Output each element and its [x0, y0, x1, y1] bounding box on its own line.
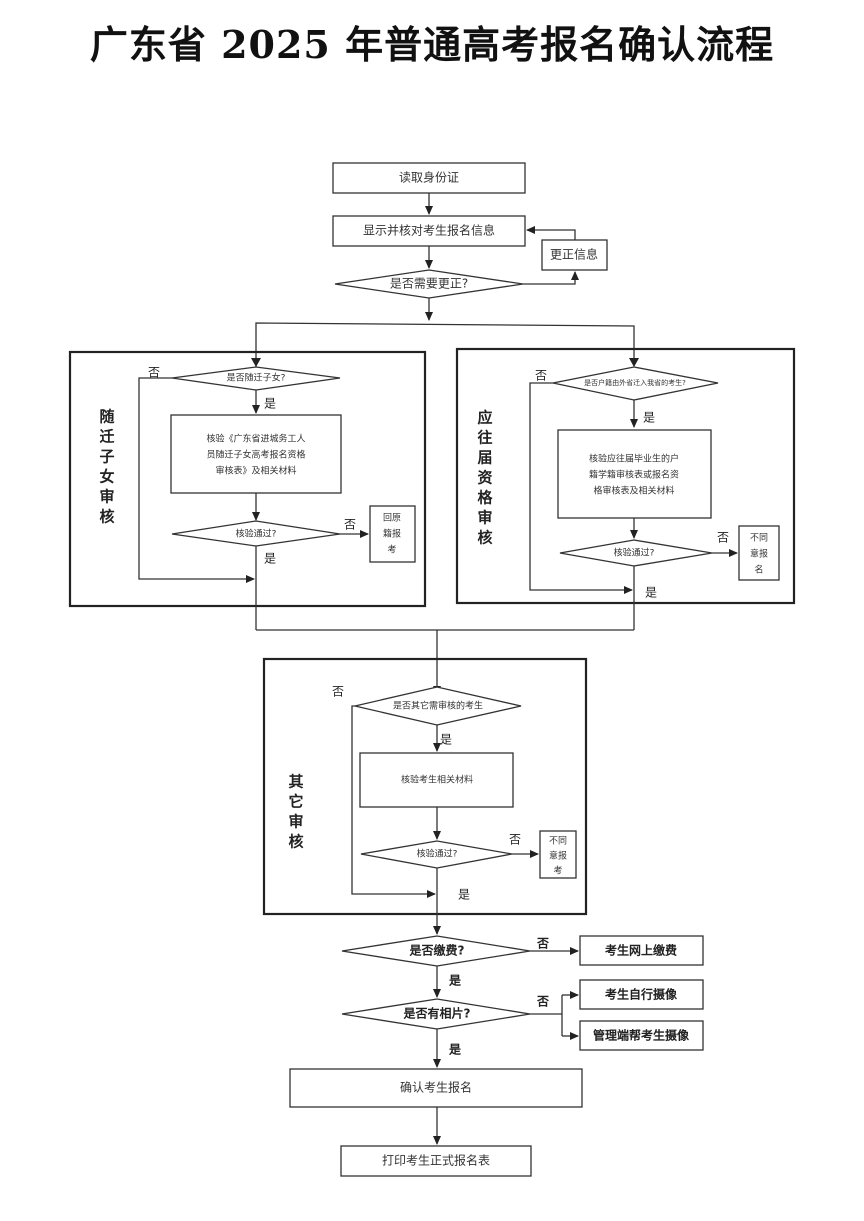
side-char: 审 [99, 488, 114, 506]
node-admin-photo: 管理端帮考生摄像 [579, 1020, 704, 1051]
reject-text-line: 意报 [750, 548, 768, 560]
reject-text-line: 回原 [383, 513, 401, 524]
decision-migrant-text: 是否随迁子女? [227, 372, 286, 384]
arrow [523, 271, 579, 285]
label-yes: 是 [458, 888, 470, 902]
side-char: 审 [288, 813, 303, 831]
reject-text-line: 名 [754, 564, 763, 576]
label-no: 否 [344, 518, 356, 532]
side-char: 格 [477, 489, 493, 507]
arrow-no-bypass [351, 705, 436, 898]
side-char: 随 [99, 408, 114, 426]
verify-text-line: 员随迁子女高考报名资格 [206, 449, 305, 461]
arrowhead [251, 358, 261, 367]
side-char: 往 [477, 429, 492, 447]
verify-text-line: 核验《广东省进城务工人 [206, 433, 305, 445]
reject-text-line: 籍报 [383, 528, 401, 540]
side-char: 应 [477, 409, 492, 427]
reject-text-line: 考 [387, 545, 396, 556]
reject-text-line: 不同 [549, 836, 567, 847]
arrow-no-bypass [138, 377, 255, 583]
label-yes: 是 [645, 586, 657, 600]
label-no: 否 [717, 531, 729, 545]
section-other: 其 它 审 核 是否其它需审核的考生 否 是 核验考生相关材料 核验通过? 否 … [262, 657, 588, 916]
side-label-migrant: 随 迁 子 女 审 核 [99, 408, 114, 526]
node-show-info-text: 显示并核对考生报名信息 [363, 223, 495, 238]
split-line [255, 322, 635, 367]
label-yes: 是 [643, 411, 655, 425]
page-title: 广东省 2025 年普通高考报名确认流程 [89, 22, 775, 67]
label-no: 否 [148, 366, 160, 380]
decision-need-correct: 是否需要更正? [334, 269, 524, 299]
verify-text: 核验考生相关材料 [401, 774, 473, 786]
side-label-graduates: 应 往 届 资 格 审 核 [477, 409, 493, 547]
verify-text-line: 核验应往届毕业生的户 [589, 453, 679, 465]
decision-paid: 是否缴费? [341, 935, 531, 967]
side-char: 其 [288, 773, 303, 791]
node-confirm-text: 确认考生报名 [400, 1080, 472, 1095]
verify-text-line: 格审核表及相关材料 [593, 485, 674, 497]
decision-pass-text: 核验通过? [614, 547, 655, 559]
label-yes: 是 [264, 552, 276, 566]
node-correct-info: 更正信息 [541, 239, 608, 271]
decision-pass-text: 核验通过? [236, 528, 277, 540]
label-no: 否 [509, 833, 521, 847]
side-char: 届 [477, 449, 492, 467]
label-yes: 是 [448, 1043, 462, 1057]
node-show-info: 显示并核对考生报名信息 [332, 215, 526, 247]
side-char: 子 [99, 448, 114, 466]
decision-origin-text: 是否户籍由外省迁入我省的考生? [584, 378, 686, 387]
side-char: 迁 [99, 428, 114, 446]
node-print-text: 打印考生正式报名表 [382, 1153, 490, 1168]
label-yes: 是 [264, 397, 276, 411]
side-char: 核 [288, 833, 303, 851]
arrowhead [629, 358, 639, 367]
decision-photo: 是否有相片? [341, 998, 531, 1030]
side-char: 资 [477, 469, 492, 487]
decision-photo-text: 是否有相片? [403, 1006, 471, 1021]
decision-pass-text: 核验通过? [417, 848, 458, 860]
side-char: 核 [477, 529, 492, 547]
arrow-no-bypass [529, 382, 633, 594]
section-migrant-children: 随 迁 子 女 审 核 是否随迁子女? 否 是 核验《广东省进城务工人 员随迁子… [68, 350, 427, 630]
label-no: 否 [536, 995, 549, 1009]
reject-text-line: 考 [553, 866, 562, 877]
reject-text-line: 不同 [750, 533, 768, 544]
node-confirm: 确认考生报名 [289, 1068, 583, 1108]
reject-text-line: 意报 [549, 850, 567, 862]
label-yes: 是 [448, 974, 462, 988]
verify-text-line: 审核表》及相关材料 [215, 465, 296, 477]
node-correct-info-text: 更正信息 [550, 247, 598, 262]
arrow [526, 226, 576, 240]
node-pay-online: 考生网上缴费 [579, 935, 704, 966]
node-self-photo: 考生自行摄像 [579, 979, 704, 1010]
node-pay-online-text: 考生网上缴费 [605, 943, 677, 958]
node-admin-photo-text: 管理端帮考生摄像 [593, 1028, 690, 1043]
label-yes: 是 [440, 733, 452, 747]
verify-text-line: 籍学籍审核表或报名资 [589, 469, 679, 481]
decision-need-correct-text: 是否需要更正? [390, 277, 468, 291]
side-char: 审 [477, 509, 492, 527]
section-graduates: 应 往 届 资 格 审 核 是否户籍由外省迁入我省的考生? 否 是 核验应往届毕… [455, 347, 796, 630]
label-no: 否 [535, 369, 547, 383]
label-no: 否 [332, 685, 344, 699]
side-char: 它 [288, 793, 303, 811]
decision-paid-text: 是否缴费? [409, 943, 465, 958]
side-char: 女 [99, 468, 114, 486]
decision-other-text: 是否其它需审核的考生 [393, 700, 483, 712]
side-char: 核 [99, 508, 114, 526]
side-label-other: 其 它 审 核 [288, 773, 303, 851]
node-print: 打印考生正式报名表 [340, 1145, 532, 1177]
node-self-photo-text: 考生自行摄像 [605, 987, 678, 1002]
label-no: 否 [536, 937, 549, 951]
node-read-id: 读取身份证 [332, 162, 526, 194]
node-read-id-text: 读取身份证 [399, 170, 459, 185]
